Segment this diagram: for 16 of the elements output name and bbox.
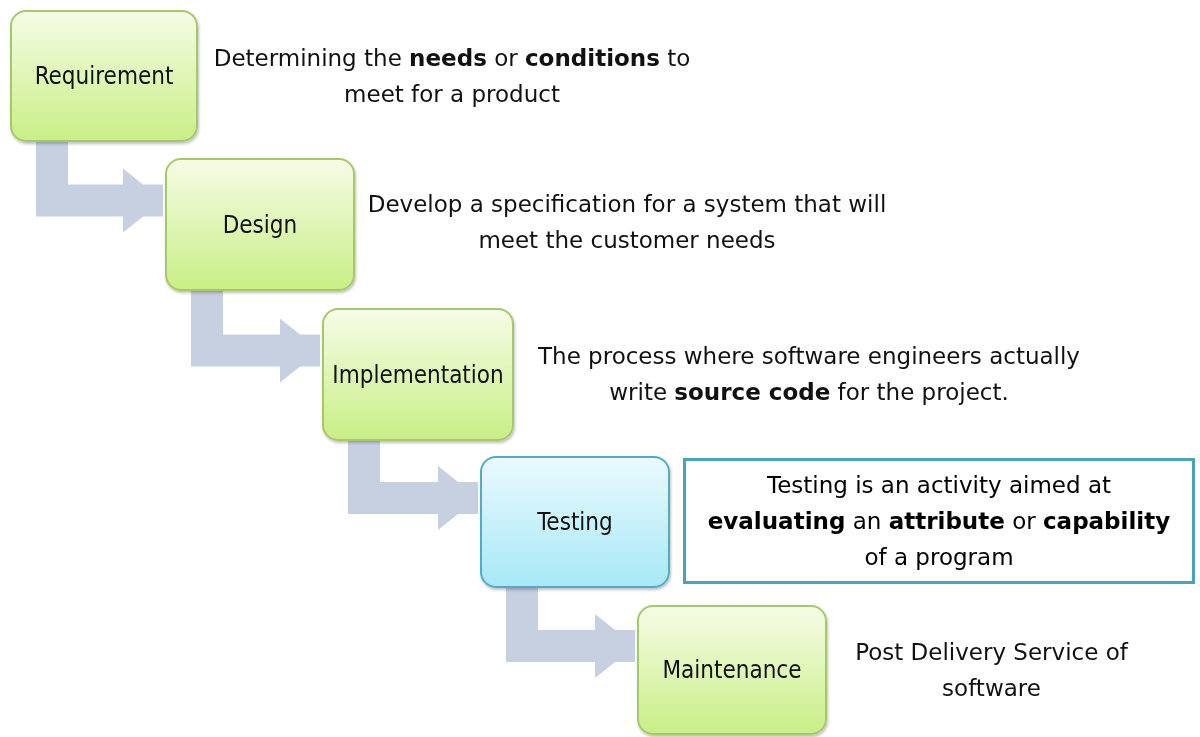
note-box — [683, 458, 1195, 584]
arrow — [191, 291, 320, 383]
arrow — [36, 142, 163, 233]
note-text: Testing is an activity aimed at evaluating an attribute or capability of a program — [706, 471, 1172, 572]
description-text: Determining the needs or conditions to meet for a product — [212, 44, 692, 109]
process-box — [480, 456, 670, 588]
description-text: Develop a specification for a system that will meet the customer needs — [366, 190, 888, 255]
arrow — [348, 441, 478, 530]
arrow — [506, 588, 635, 678]
step-label: Design — [222, 210, 298, 239]
step-label: Testing — [537, 508, 613, 536]
description-text: The process where software engineers actually write source code for the project. — [537, 342, 1081, 407]
step-label: Requirement — [34, 62, 174, 90]
description-text: Post Delivery Service of software — [854, 638, 1130, 703]
step-label: Maintenance — [662, 656, 802, 684]
step-label: Implementation — [332, 360, 504, 389]
